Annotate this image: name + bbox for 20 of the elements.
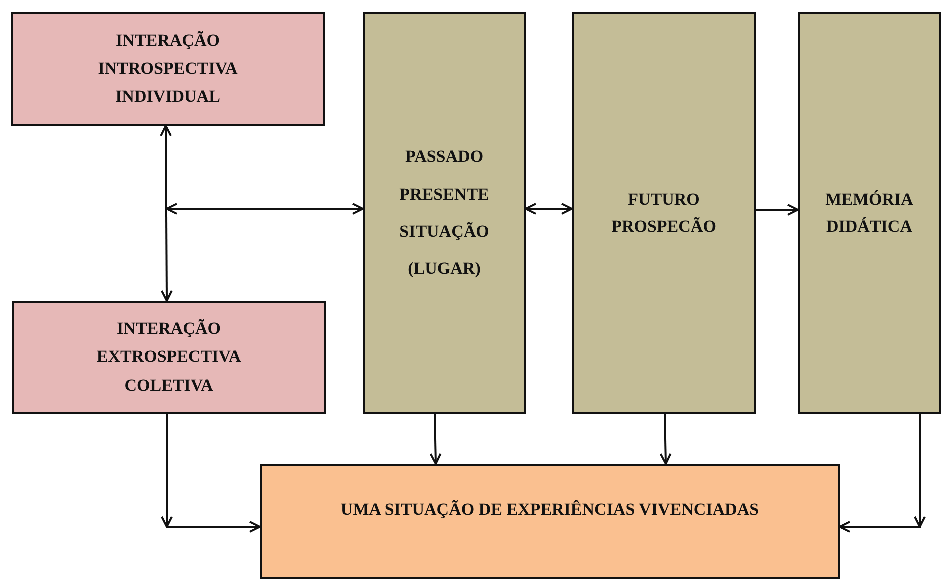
time-column xyxy=(572,12,756,414)
arrow xyxy=(756,204,799,216)
arrow xyxy=(430,414,442,465)
arrow xyxy=(840,414,926,533)
arrow xyxy=(161,414,260,533)
node-text: FUTURO PROSPECÃO xyxy=(610,188,718,238)
interaction-box xyxy=(11,12,325,126)
node-text: INTERAÇÃO INTROSPECTIVA INDIVIDUAL xyxy=(97,30,239,108)
arrow xyxy=(160,125,173,302)
time-column xyxy=(363,12,526,414)
node-text: INTERAÇÃO EXTROSPECTIVA COLETIVA xyxy=(96,318,242,397)
time-column xyxy=(798,12,941,414)
arrow xyxy=(660,414,672,465)
result-box xyxy=(260,464,840,579)
node-text: PASSADO PRESENTE SITUAÇÃO (LUGAR) xyxy=(398,146,490,280)
node-text: MEMÓRIA DIDÁTICA xyxy=(824,188,914,238)
node-text: UMA SITUAÇÃO DE EXPERIÊNCIAS VIVENCIADAS xyxy=(340,499,760,521)
arrow xyxy=(525,203,573,215)
arrow xyxy=(166,203,364,215)
interaction-box xyxy=(12,301,326,414)
